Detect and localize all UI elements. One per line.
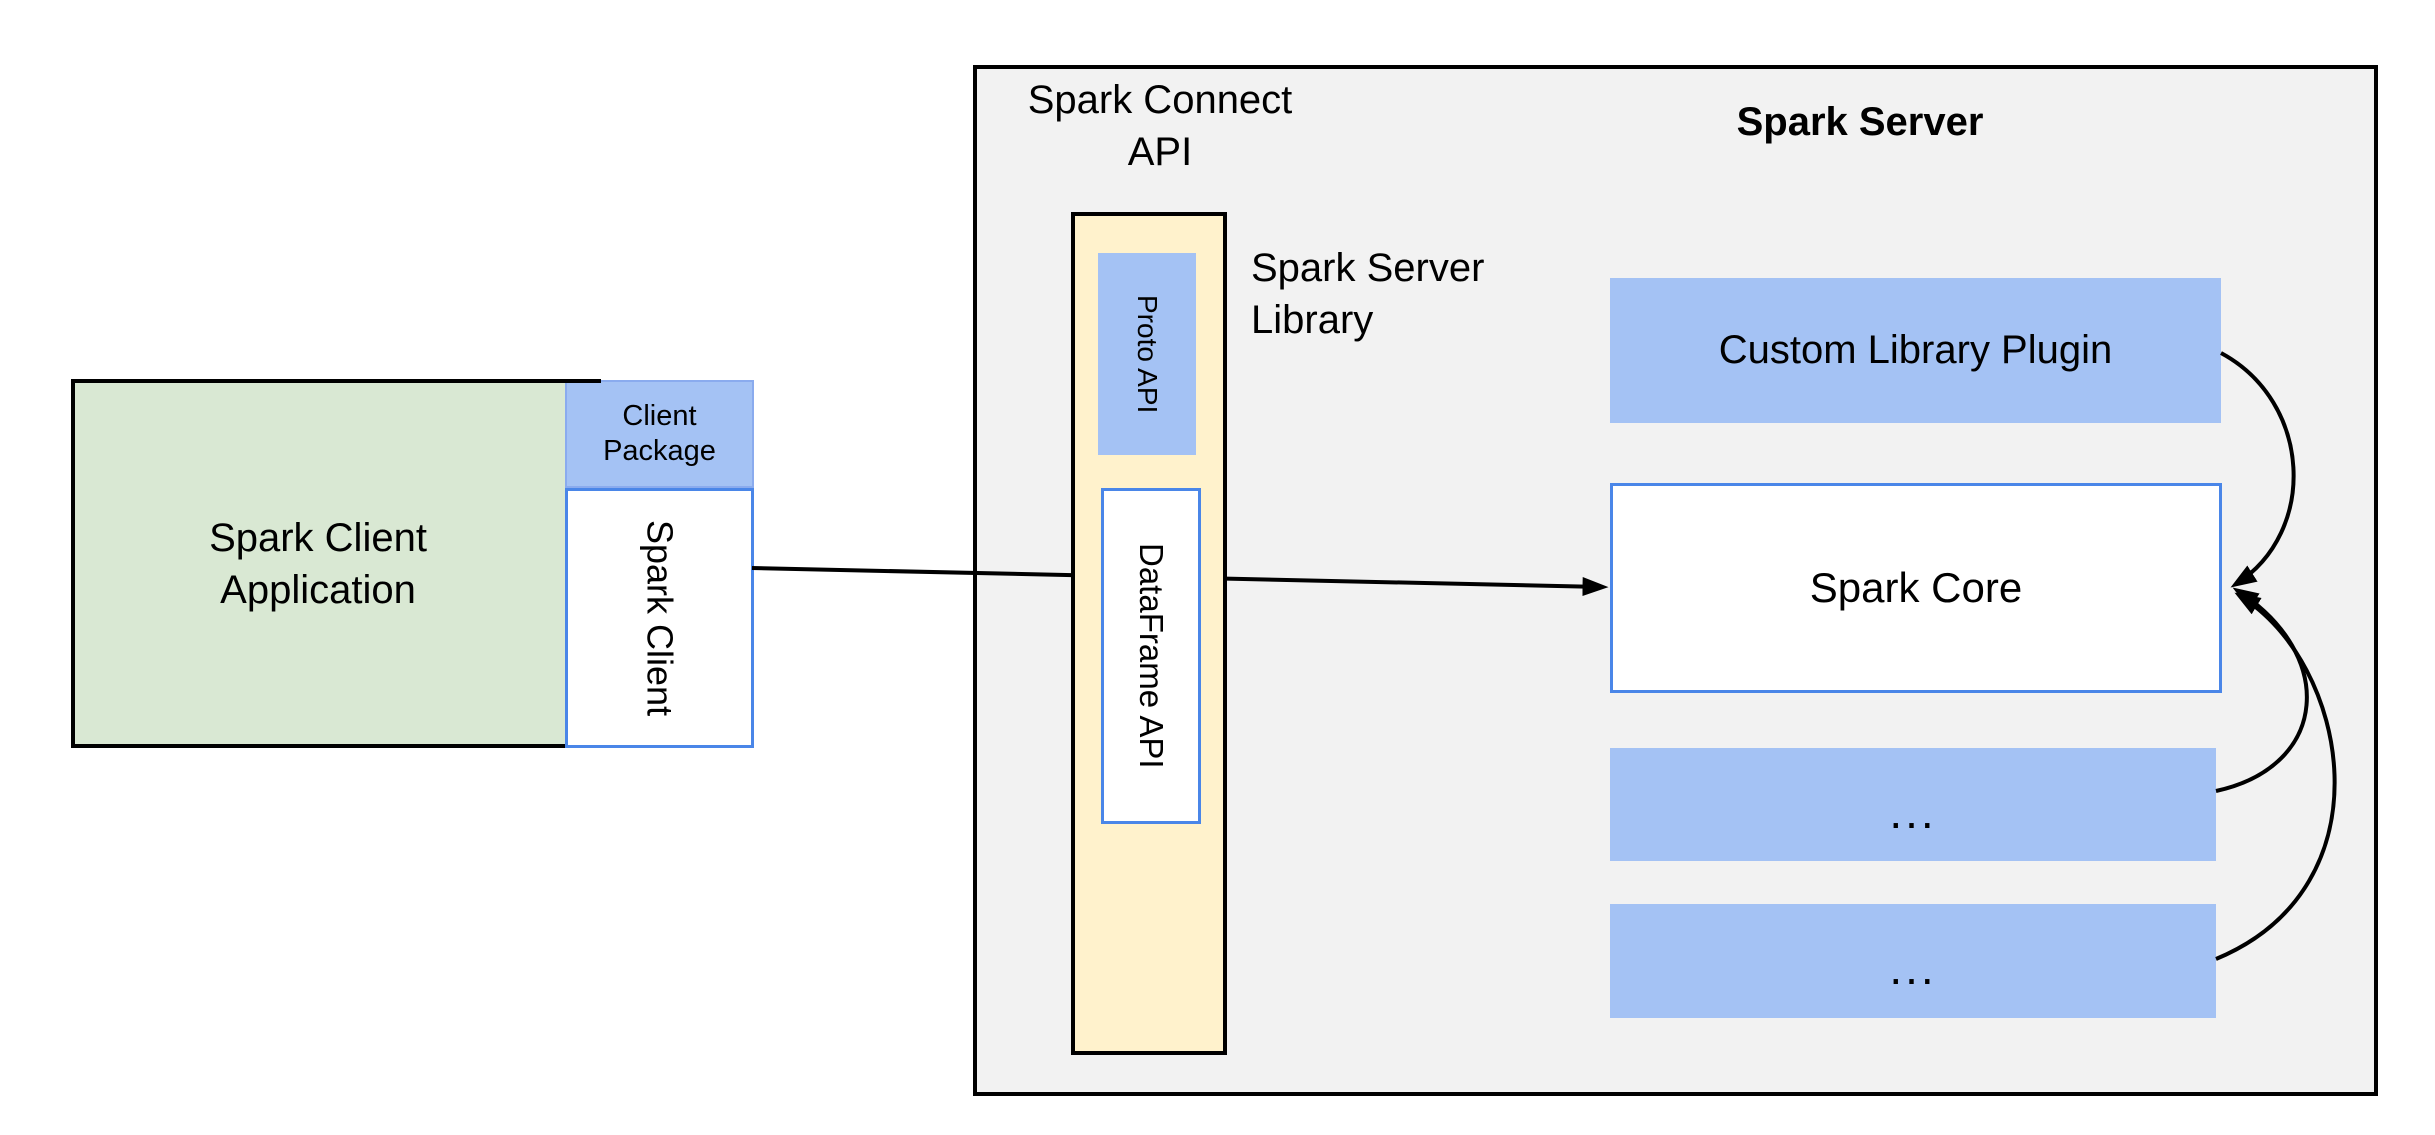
spark-client-application-line2: Application xyxy=(220,567,416,612)
spark-client-application-label: Spark Client Application xyxy=(71,379,565,748)
spark-server-library-line2: Library xyxy=(1251,298,1374,342)
spark-connect-api-line1: Spark Connect xyxy=(1027,78,1293,122)
spark-connect-api-label: Spark Connect API xyxy=(980,74,1340,178)
spark-connect-api-line2: API xyxy=(1127,130,1193,174)
plugin-placeholder-1-label: ... xyxy=(1889,785,1937,838)
proto-api-box: Proto API xyxy=(1098,253,1196,455)
client-package-line2: Package xyxy=(603,435,716,467)
plugin-placeholder-box-2: ... xyxy=(1610,904,2216,1018)
client-package-box: Client Package xyxy=(565,380,754,488)
spark-server-title-text: Spark Server xyxy=(1736,100,1984,144)
client-package-line1: Client xyxy=(622,400,697,432)
plugin-placeholder-2-label: ... xyxy=(1889,942,1937,994)
spark-client-application-box xyxy=(71,379,597,748)
spark-core-label: Spark Core xyxy=(1809,564,2023,611)
spark-server-title: Spark Server xyxy=(1610,100,2110,145)
spark-server-library-line1: Spark Server xyxy=(1251,246,1485,290)
custom-library-plugin-box: Custom Library Plugin xyxy=(1610,278,2221,423)
dataframe-api-label: DataFrame API xyxy=(1133,543,1170,769)
spark-client-box-label: Spark Client xyxy=(639,519,681,717)
spark-server-library-label: Spark Server Library xyxy=(1251,242,1671,346)
custom-library-plugin-label: Custom Library Plugin xyxy=(1718,328,2113,372)
proto-api-label: Proto API xyxy=(1132,294,1163,414)
spark-client-application-line1: Spark Client xyxy=(209,515,427,560)
dataframe-api-box: DataFrame API xyxy=(1101,488,1201,824)
spark-client-box: Spark Client xyxy=(565,488,754,748)
spark-core-box: Spark Core xyxy=(1610,483,2222,693)
plugin-placeholder-box-1: ... xyxy=(1610,748,2216,861)
